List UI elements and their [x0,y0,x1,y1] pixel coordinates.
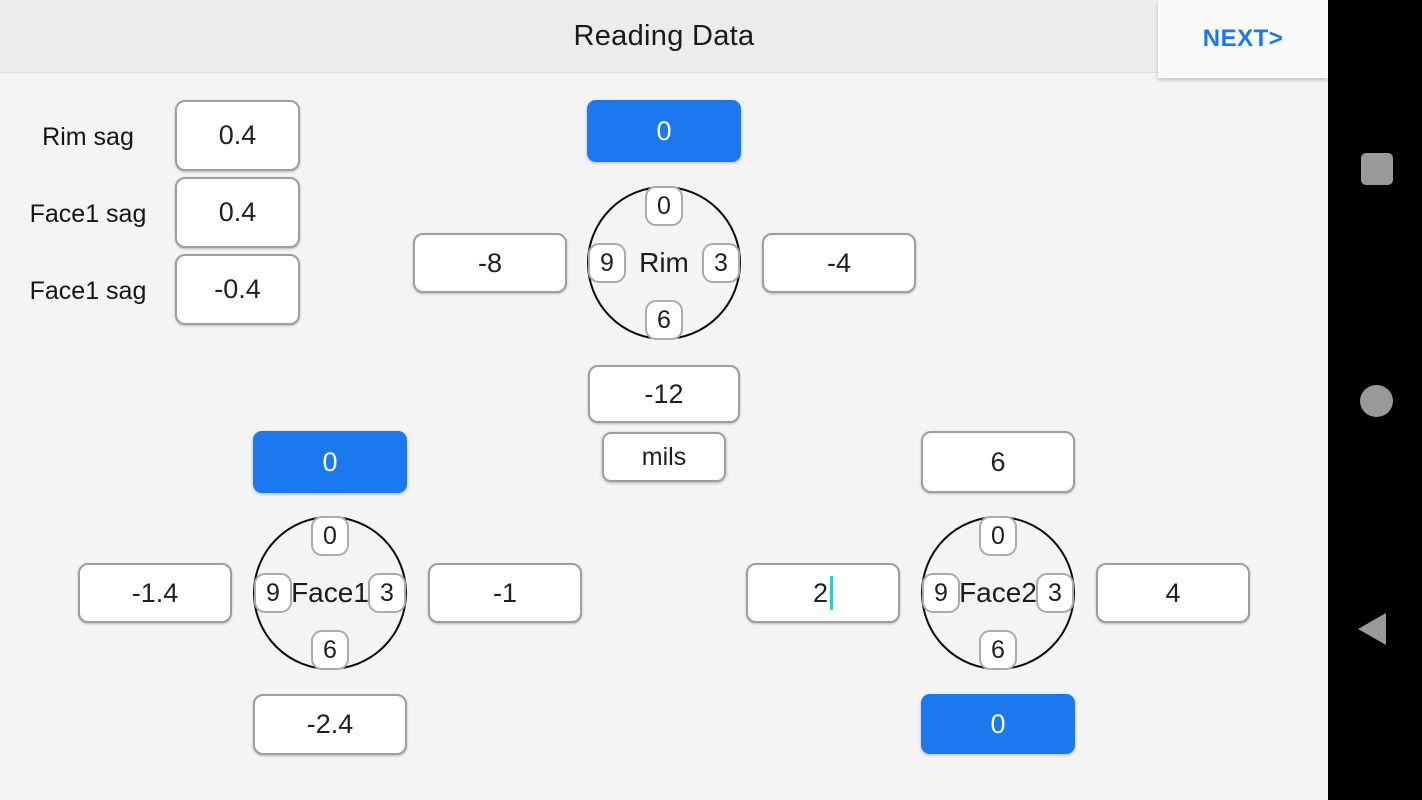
face2-top-reading-field[interactable]: 6 [921,431,1075,493]
face2-dial-pos-9-marker: 9 [922,573,960,613]
face1-sag-field-2[interactable]: -0.4 [175,254,300,325]
face2-dial-pos-6-marker: 6 [979,630,1017,670]
app-header: Reading Data [0,0,1328,73]
rim-dial-name: Rim [639,247,689,278]
home-circle-icon[interactable] [1360,385,1393,417]
face1-bottom-reading-field[interactable]: -2.4 [253,694,407,755]
back-triangle-icon[interactable] [1358,613,1386,645]
rim-sag-field[interactable]: 0.4 [175,100,300,171]
face2-left-reading-value: 2 [812,577,829,608]
face1-sag-field[interactable]: 0.4 [175,177,300,248]
page-title: Reading Data [573,20,755,52]
rim-dial-pos-6-marker: 6 [645,300,683,340]
face2-dial-name: Face2 [959,577,1037,608]
face1-top-reading-button[interactable]: 0 [253,431,407,493]
face1-sag-label-2: Face1 sag [29,276,147,305]
face2-left-reading-field[interactable]: 2 [746,563,900,623]
face1-dial: Face1 0 3 6 9 [253,516,407,670]
face1-right-reading-field[interactable]: -1 [428,563,582,623]
recents-square-icon[interactable] [1361,153,1393,185]
face1-dial-pos-0-marker: 0 [311,516,349,556]
rim-sag-label: Rim sag [42,122,134,151]
face1-sag-label: Face1 sag [29,199,147,228]
face2-bottom-reading-button[interactable]: 0 [921,694,1075,754]
next-button-label: NEXT> [1202,25,1284,52]
units-button[interactable]: mils [602,432,726,482]
face1-dial-name: Face1 [291,577,369,608]
rim-top-reading-button[interactable]: 0 [587,100,741,162]
rim-dial-pos-9-marker: 9 [588,243,626,283]
rim-dial-pos-0-marker: 0 [645,186,683,226]
face2-dial: Face2 0 3 6 9 [921,516,1075,670]
face2-right-reading-field[interactable]: 4 [1096,563,1250,623]
face1-left-reading-field[interactable]: -1.4 [78,563,232,623]
face1-dial-pos-3-marker: 3 [368,573,406,613]
next-button[interactable]: NEXT> [1158,0,1328,78]
rim-bottom-reading-field[interactable]: -12 [588,365,740,423]
rim-right-reading-field[interactable]: -4 [762,233,916,293]
face2-dial-pos-3-marker: 3 [1036,573,1074,613]
face1-dial-pos-6-marker: 6 [311,630,349,670]
rim-dial-pos-3-marker: 3 [702,243,740,283]
rim-dial: Rim 0 3 6 9 [587,186,741,340]
face2-dial-pos-0-marker: 0 [979,516,1017,556]
rim-left-reading-field[interactable]: -8 [413,233,567,293]
text-cursor [830,576,834,610]
face1-dial-pos-9-marker: 9 [254,573,292,613]
